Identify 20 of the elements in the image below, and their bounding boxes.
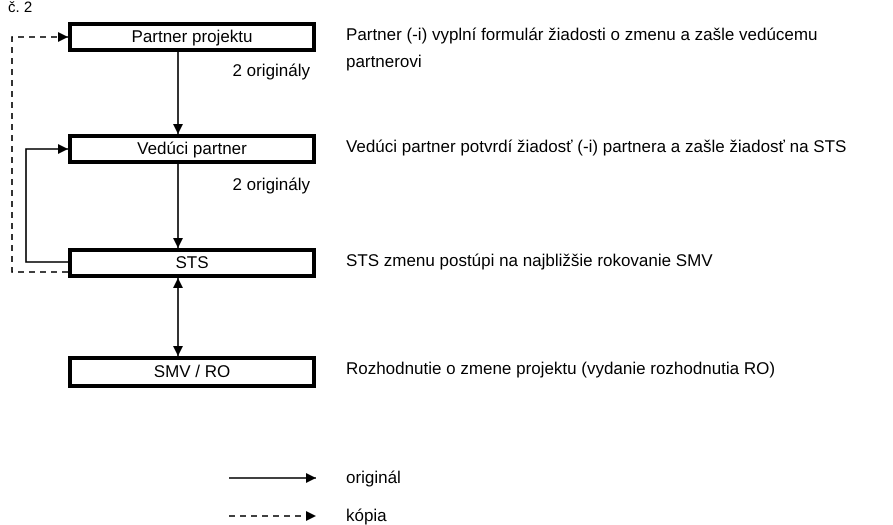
box-label: Partner projektu	[132, 27, 252, 47]
legend-label: originál	[346, 467, 401, 489]
step-description: Vedúci partner potvrdí žiadosť (-i) partnera a zašle žiadosť na STS	[346, 136, 848, 158]
step-description: Partner (-i) vyplní formulár žiadosti o zmenu a zašle vedúcemu partnerovi	[346, 24, 818, 73]
box-label: SMV / RO	[154, 362, 230, 382]
legend-label: kópia	[346, 505, 387, 525]
step-description: STS zmenu postúpi na najbližšie rokovanie SMV	[346, 250, 714, 272]
step-description: Rozhodnutie o zmene projektu (vydanie rozhodnutia RO)	[346, 358, 776, 380]
process-box	[68, 248, 316, 278]
arrow	[25, 144, 68, 263]
dashed-arrow	[11, 32, 68, 273]
box-label: STS	[175, 253, 209, 273]
process-box	[68, 356, 316, 388]
figure-number: č. 2	[8, 0, 32, 16]
process-box	[68, 22, 316, 52]
process-box	[68, 134, 316, 164]
arrow	[173, 164, 183, 248]
arrow	[173, 278, 183, 356]
arrow	[173, 52, 183, 134]
box-label: Vedúci partner	[137, 139, 247, 159]
